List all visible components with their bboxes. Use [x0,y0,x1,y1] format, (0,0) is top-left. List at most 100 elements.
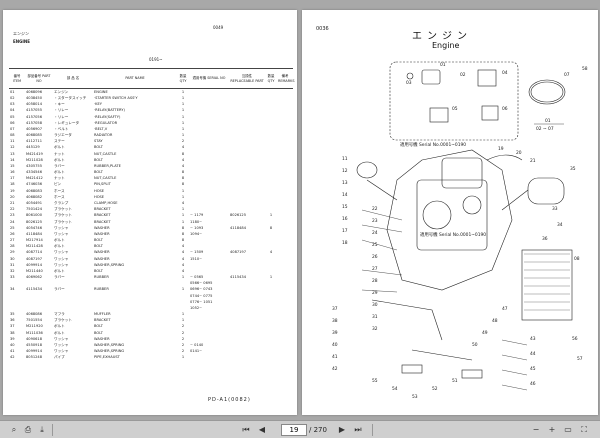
col-qty2: 数量 QTY [265,68,277,89]
page-total: / 270 [309,426,327,434]
cell-qty: 2 [181,324,185,329]
cell-part-name: ·RELAY(BATTERY) [94,108,125,113]
cell-part-name: BOLT [94,145,103,150]
cell-part-no: 4334546 [26,170,43,175]
next-page-icon[interactable]: ▶ [338,425,346,434]
cell-part-no: 4068086 [26,312,43,317]
cell-name-jp: ・キー [54,102,65,107]
cell-name-jp: ワッシャ [54,231,69,236]
fit-page-icon[interactable]: ▭ [564,425,572,434]
cell-name-jp: ナット [54,176,65,181]
cell-part-no: 8051248 [26,355,43,360]
cell-qty: 1 [181,213,185,218]
cell-qty: 1 [181,114,185,119]
cell-qty: 1 [181,108,185,113]
cell-part-no: 445129 [26,145,40,150]
cell-item: 36 [10,318,15,323]
callout-label: 48 [492,318,498,324]
relay-safty-shape [481,105,499,121]
callout-label: 54 [392,386,398,392]
cell-item: 21 [10,201,15,205]
cell-part-name: WASHER [94,250,110,255]
page-number-input[interactable] [281,424,307,436]
cell-name-jp: ブラケット [54,318,72,323]
callout-label: 45 [530,366,536,372]
download-icon[interactable]: ⤓ [40,425,44,434]
cell-name-jp: ブラケット [54,207,72,212]
cell-replaceable [229,354,265,360]
section-title-jp: エンジン [13,31,29,36]
cell-serial: ~ 1179 [190,213,204,218]
print-icon[interactable]: ⎙ [24,425,32,434]
cell-name-jp: ワッシャ [54,225,69,230]
table-row: 0744~ 0775 [9,293,293,299]
cell-qty: 1 [181,188,185,193]
cell-item: 08 [10,133,15,138]
cell-qty: 1 [181,133,185,138]
relay-shape [477,69,497,87]
callout-label: 13 [342,180,348,186]
cell-name-jp: ・レギュレータ [54,120,80,125]
diagram-title-jp: エンジン [412,31,472,42]
zoom-out-icon[interactable]: − [532,425,540,434]
callout-label: 05 [452,106,458,112]
cell-part-no: 4069062 [26,275,43,280]
cell-qty: 1 [181,90,185,94]
fullscreen-icon[interactable]: ⛶ [581,425,587,434]
callout-label: 01 [440,62,446,68]
cell-serial: ~ 0565 [190,275,204,280]
cell-name-jp: ・リレー [54,114,69,119]
last-page-icon[interactable]: ⏭ [354,425,362,434]
cell-name-jp: ステー [54,139,65,144]
cell-item: 19 [10,188,15,193]
cell-name-jp: ワッシャ [54,349,69,354]
cell-part-no: 4038450 [26,96,43,101]
cell-part-name: ·REGULATOR [94,120,118,125]
cell-serial: ~ 0140 [190,342,204,347]
serial-note-2: 適用号機 Serial No.0001~0190 [420,231,486,238]
cell-qty: 1 [181,355,185,360]
callout-label: 29 [372,290,378,296]
upper-engine-shape [441,157,483,189]
callout-label: 56 [572,336,578,342]
callout-label: 16 [342,216,348,222]
cell-name-jp: ・ベルト [54,126,69,131]
cell-part-name: BRACKET [94,207,111,212]
cell-qty: 2 [181,139,185,144]
cell-name-jp: ・リレー [54,108,69,113]
cell-qty: 1 [181,120,185,125]
cell-part-name: HOSE [94,188,105,193]
cell-part-no: 4087714 [26,250,43,255]
cell-item: 15 [10,163,15,168]
first-page-icon[interactable]: ⏮ [242,425,250,434]
search-icon[interactable]: ⌕ [11,425,17,434]
cell-part-no: 8026125 [26,219,43,224]
previous-page-icon[interactable]: ◀ [258,425,266,434]
cell-item: 24 [10,219,15,224]
cell-part-no: 7501424 [26,207,43,212]
cell-item: 39 [10,336,15,341]
zoom-in-icon[interactable]: + [548,425,556,434]
callout-label: 50 [472,342,478,348]
cell-part-no: M211920 [26,324,43,329]
cell-replaceable: 4087197 [230,250,247,255]
cell-item: 25 [10,225,15,230]
cell-qty: 1 [181,126,185,131]
cell-item: 23 [10,213,15,218]
cell-part-name: BRACKET [94,318,111,323]
cell-part-no: 4746036 [26,182,43,187]
callout-label: 39 [332,330,338,336]
cell-name-jp: ナット [54,151,65,156]
cell-item: 14 [10,157,15,162]
hose-upper [486,154,523,161]
cell-part-no: M211440 [26,268,43,273]
